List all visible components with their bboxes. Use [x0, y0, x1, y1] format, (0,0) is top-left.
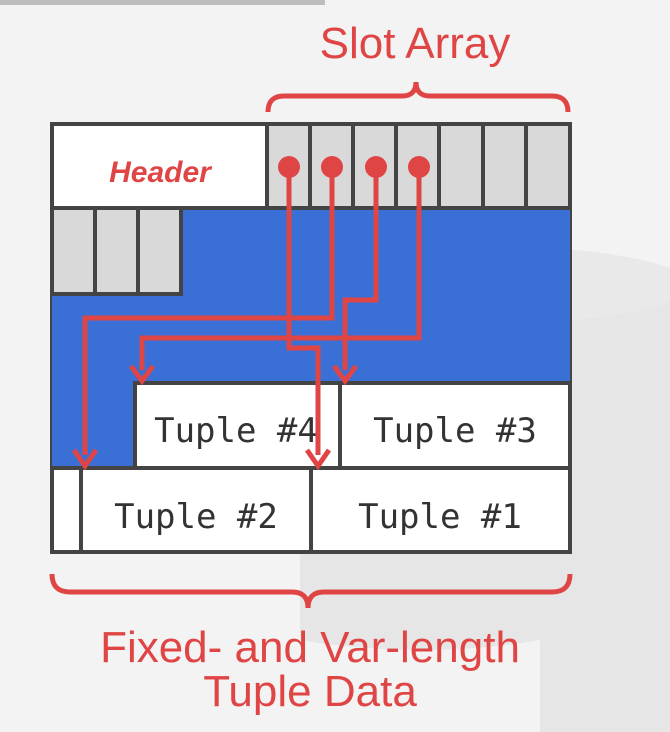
- slot-dot: [278, 156, 300, 178]
- arrowhead-tuple4: [128, 364, 156, 386]
- arrowhead-tuple2: [71, 448, 99, 471]
- tuple-4-label: Tuple #4: [154, 411, 318, 451]
- slot-array-label: Slot Array: [320, 19, 511, 68]
- arrowhead-tuple1: [304, 448, 332, 471]
- slot-cell: [524, 122, 572, 210]
- slot-dot: [408, 156, 430, 178]
- tuple-data-label-line1: Fixed- and Var-length: [100, 623, 520, 672]
- header-label: Header: [109, 156, 213, 189]
- tuple-data-label-line2: Tuple Data: [203, 667, 417, 716]
- slot-cell: [93, 206, 140, 296]
- tuple-3-label: Tuple #3: [373, 411, 537, 451]
- tuple-4-cell: [133, 381, 342, 470]
- slot-pointers: [82, 167, 422, 455]
- slot-cell: [481, 122, 528, 210]
- pointer-slot4-tuple4: [139, 167, 422, 370]
- slot-cell: [136, 206, 183, 296]
- tuple-2-label: Tuple #2: [114, 497, 278, 537]
- slot-dot: [365, 156, 387, 178]
- tuple-1-cell: [309, 466, 572, 554]
- slot-cell: [437, 122, 485, 210]
- tuple-2-cell: [79, 466, 313, 554]
- arrowhead-tuple3: [331, 364, 359, 386]
- slot-array-bracket: [265, 81, 571, 113]
- pointer-slot2-tuple2: [82, 167, 335, 455]
- slot-array-overflow-cells: [50, 206, 183, 296]
- pointer-dots: [278, 156, 430, 178]
- pointer-arrowheads: [71, 364, 359, 471]
- leftover-cell: [50, 466, 83, 554]
- tuple-data-bracket: [49, 573, 573, 609]
- slot-cell: [50, 206, 97, 296]
- tuple-1-label: Tuple #1: [358, 497, 522, 537]
- top-rule: [0, 0, 325, 5]
- pointer-slot1-tuple1: [286, 167, 321, 455]
- pointer-slot3-tuple3: [342, 167, 379, 370]
- slot-dot: [321, 156, 343, 178]
